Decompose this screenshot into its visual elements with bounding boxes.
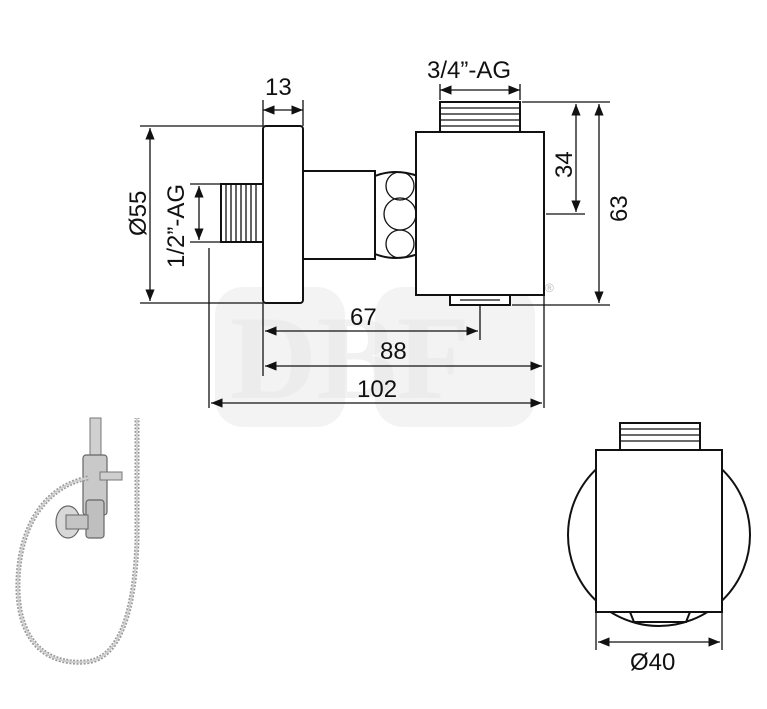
dim-left-thread: 1/2”-AG — [163, 183, 221, 268]
dim-label-63: 63 — [606, 195, 633, 222]
dim-label-thread-top: 3/4”-AG — [427, 57, 511, 84]
dim-flange-diameter: Ø55 — [125, 125, 263, 304]
left-thread-nipple — [220, 183, 264, 243]
dim-height-total: 63 — [512, 101, 633, 306]
front-top-thread — [619, 422, 701, 451]
dim-length-67: 67 — [262, 303, 481, 340]
bottom-outlet — [449, 294, 511, 306]
front-bottom-outlet — [628, 611, 692, 623]
dim-front-diameter: Ø40 — [595, 612, 723, 676]
front-view: Ø40 — [567, 422, 751, 676]
dim-label-thread-left: 1/2”-AG — [163, 184, 190, 268]
dim-label-102: 102 — [357, 376, 397, 403]
dim-label-d55: Ø55 — [125, 191, 152, 236]
shower-valve-with-hose-icon — [15, 417, 140, 665]
side-view: 13 3/4”-AG 34 63 Ø55 — [125, 57, 633, 408]
dim-label-34: 34 — [551, 151, 578, 178]
dim-flange-width: 13 — [262, 74, 304, 126]
registered-mark: ® — [545, 281, 554, 295]
dim-length-88: 88 — [262, 295, 545, 408]
valve-stem — [302, 170, 376, 260]
dim-label-88: 88 — [380, 338, 407, 365]
dim-label-d40: Ø40 — [630, 649, 675, 676]
front-body — [595, 449, 723, 613]
dim-height-upper: 34 — [522, 101, 585, 215]
dim-label-67: 67 — [350, 304, 377, 331]
dim-length-102: 102 — [208, 248, 542, 408]
dim-top-thread: 3/4”-AG — [427, 57, 521, 100]
union-nut — [374, 171, 430, 259]
wall-flange — [262, 125, 304, 304]
dim-label-13: 13 — [265, 74, 292, 101]
top-thread — [439, 101, 521, 133]
valve-body — [415, 131, 545, 296]
